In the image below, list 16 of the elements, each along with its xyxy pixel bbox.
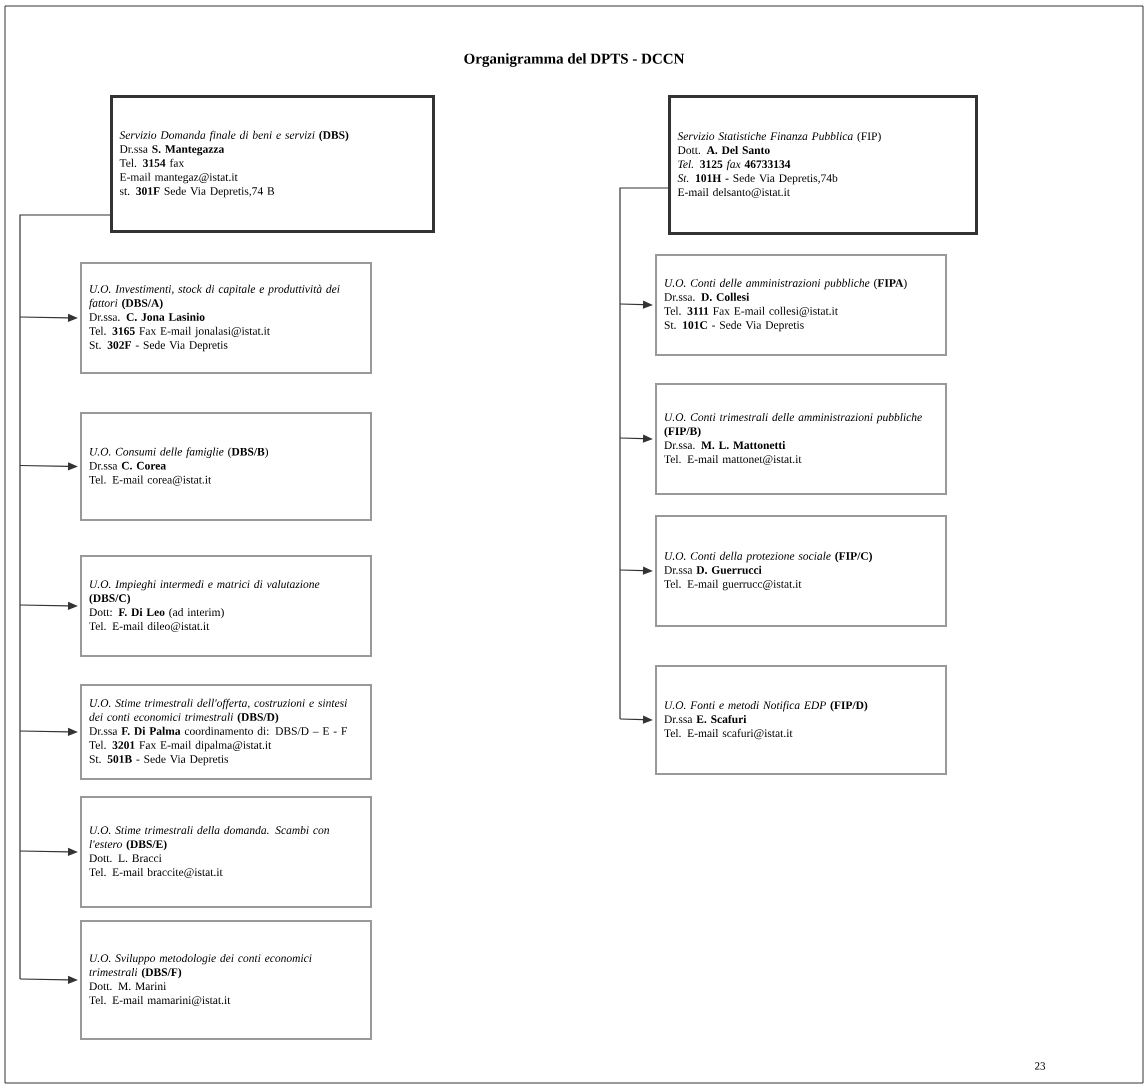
- page-number: 23: [1035, 1062, 1046, 1070]
- unit-box: U.O. Fonti e metodi Notifica EDP (FIP/D) Dr.ssa E. Scafuri Tel. E-mail scafuri@istat.it: [655, 665, 947, 775]
- unit-box: U.O. Sviluppo metodologie dei conti economici trimestrali (DBS/F) Dott. M. Marini Tel. E-mail mamarini@istat.it: [80, 920, 372, 1040]
- unit-box: U.O. Conti delle amministrazioni pubbliche (FIPA) Dr.ssa. D. Collesi Tel. 3111 Fax E-mail collesi@istat.it St. 101C - Sede Via Depretis: [655, 254, 947, 356]
- unit-box: U.O. Conti trimestrali delle amministrazioni pubbliche (FIP/B) Dr.ssa. M. L. Mattonetti Tel. E-mail mattonet@istat.it: [655, 383, 947, 495]
- unit-box: U.O. Stime trimestrali dell'offerta, costruzioni e sintesi dei conti economici trimestrali (DBS/D) Dr.ssa F. Di Palma coordinamento di: DBS/D – E - F Tel. 3201 Fax E-mail dipalma@istat.it St. 501B - Sede Via Depretis: [80, 684, 372, 780]
- unit-box: U.O. Conti della protezione sociale (FIP/C) Dr.ssa D. Guerrucci Tel. E-mail guerrucc@istat.it: [655, 515, 947, 627]
- unit-box: U.O. Consumi delle famiglie (DBS/B) Dr.ssa C. Corea Tel. E-mail corea@istat.it: [80, 412, 372, 521]
- unit-box: U.O. Investimenti, stock di capitale e produttività dei fattori (DBS/A) Dr.ssa. C. Jona Lasinio Tel. 3165 Fax E-mail jonalasi@istat.it St. 302F - Sede Via Depretis: [80, 262, 372, 374]
- connector-trunk: [619, 187, 669, 720]
- unit-box: U.O. Stime trimestrali della domanda. Scambi con l'estero (DBS/E) Dott. L. Bracci Tel. E-mail braccite@istat.it: [80, 796, 372, 908]
- service-box: Servizio Statistiche Finanza Pubblica (FIP) Dott. A. Del Santo Tel. 3125 fax 46733134 St. 101H - Sede Via Depretis,74b E-mail delsanto@istat.it: [668, 95, 978, 235]
- connector-trunk: [19, 214, 111, 980]
- title: Organigramma del DPTS - DCCN: [464, 53, 685, 67]
- service-box: Servizio Domanda finale di beni e servizi (DBS) Dr.ssa S. Mantegazza Tel. 3154 fax E-mail mantegaz@istat.it st. 301F Sede Via Depretis,74 B: [110, 95, 435, 233]
- unit-box: U.O. Impieghi intermedi e matrici di valutazione (DBS/C) Dott: F. Di Leo (ad interim) Tel. E-mail dileo@istat.it: [80, 555, 372, 657]
